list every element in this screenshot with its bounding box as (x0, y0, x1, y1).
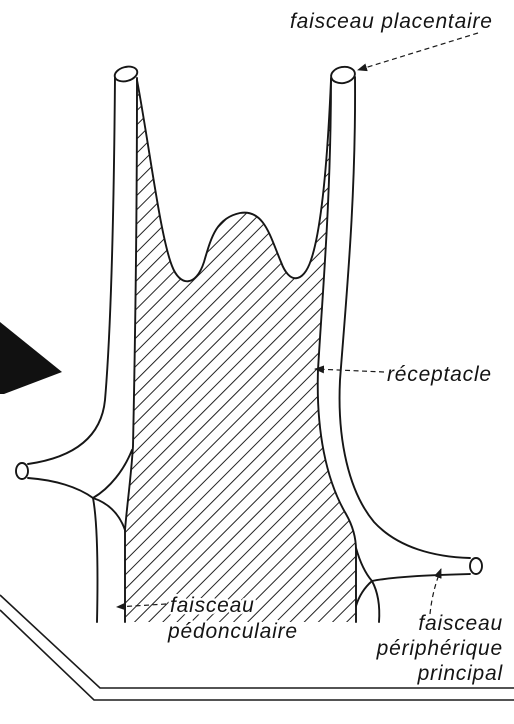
label-faisceau-peripherique-line-3: principal (417, 662, 504, 685)
right-branch-end (470, 558, 482, 574)
label-faisceau-pedonculaire-line-2: pédonculaire (167, 620, 298, 643)
label-faisceau-pedonculaire-line-1: faisceau (170, 594, 255, 617)
label-receptacle: réceptacle (387, 363, 492, 386)
left-branch-end (16, 463, 28, 479)
label-faisceau-placentaire: faisceau placentaire (290, 10, 493, 33)
label-faisceau-peripherique-line-2: périphérique (376, 637, 503, 660)
label-faisceau-peripherique-line-1: faisceau (418, 612, 503, 635)
